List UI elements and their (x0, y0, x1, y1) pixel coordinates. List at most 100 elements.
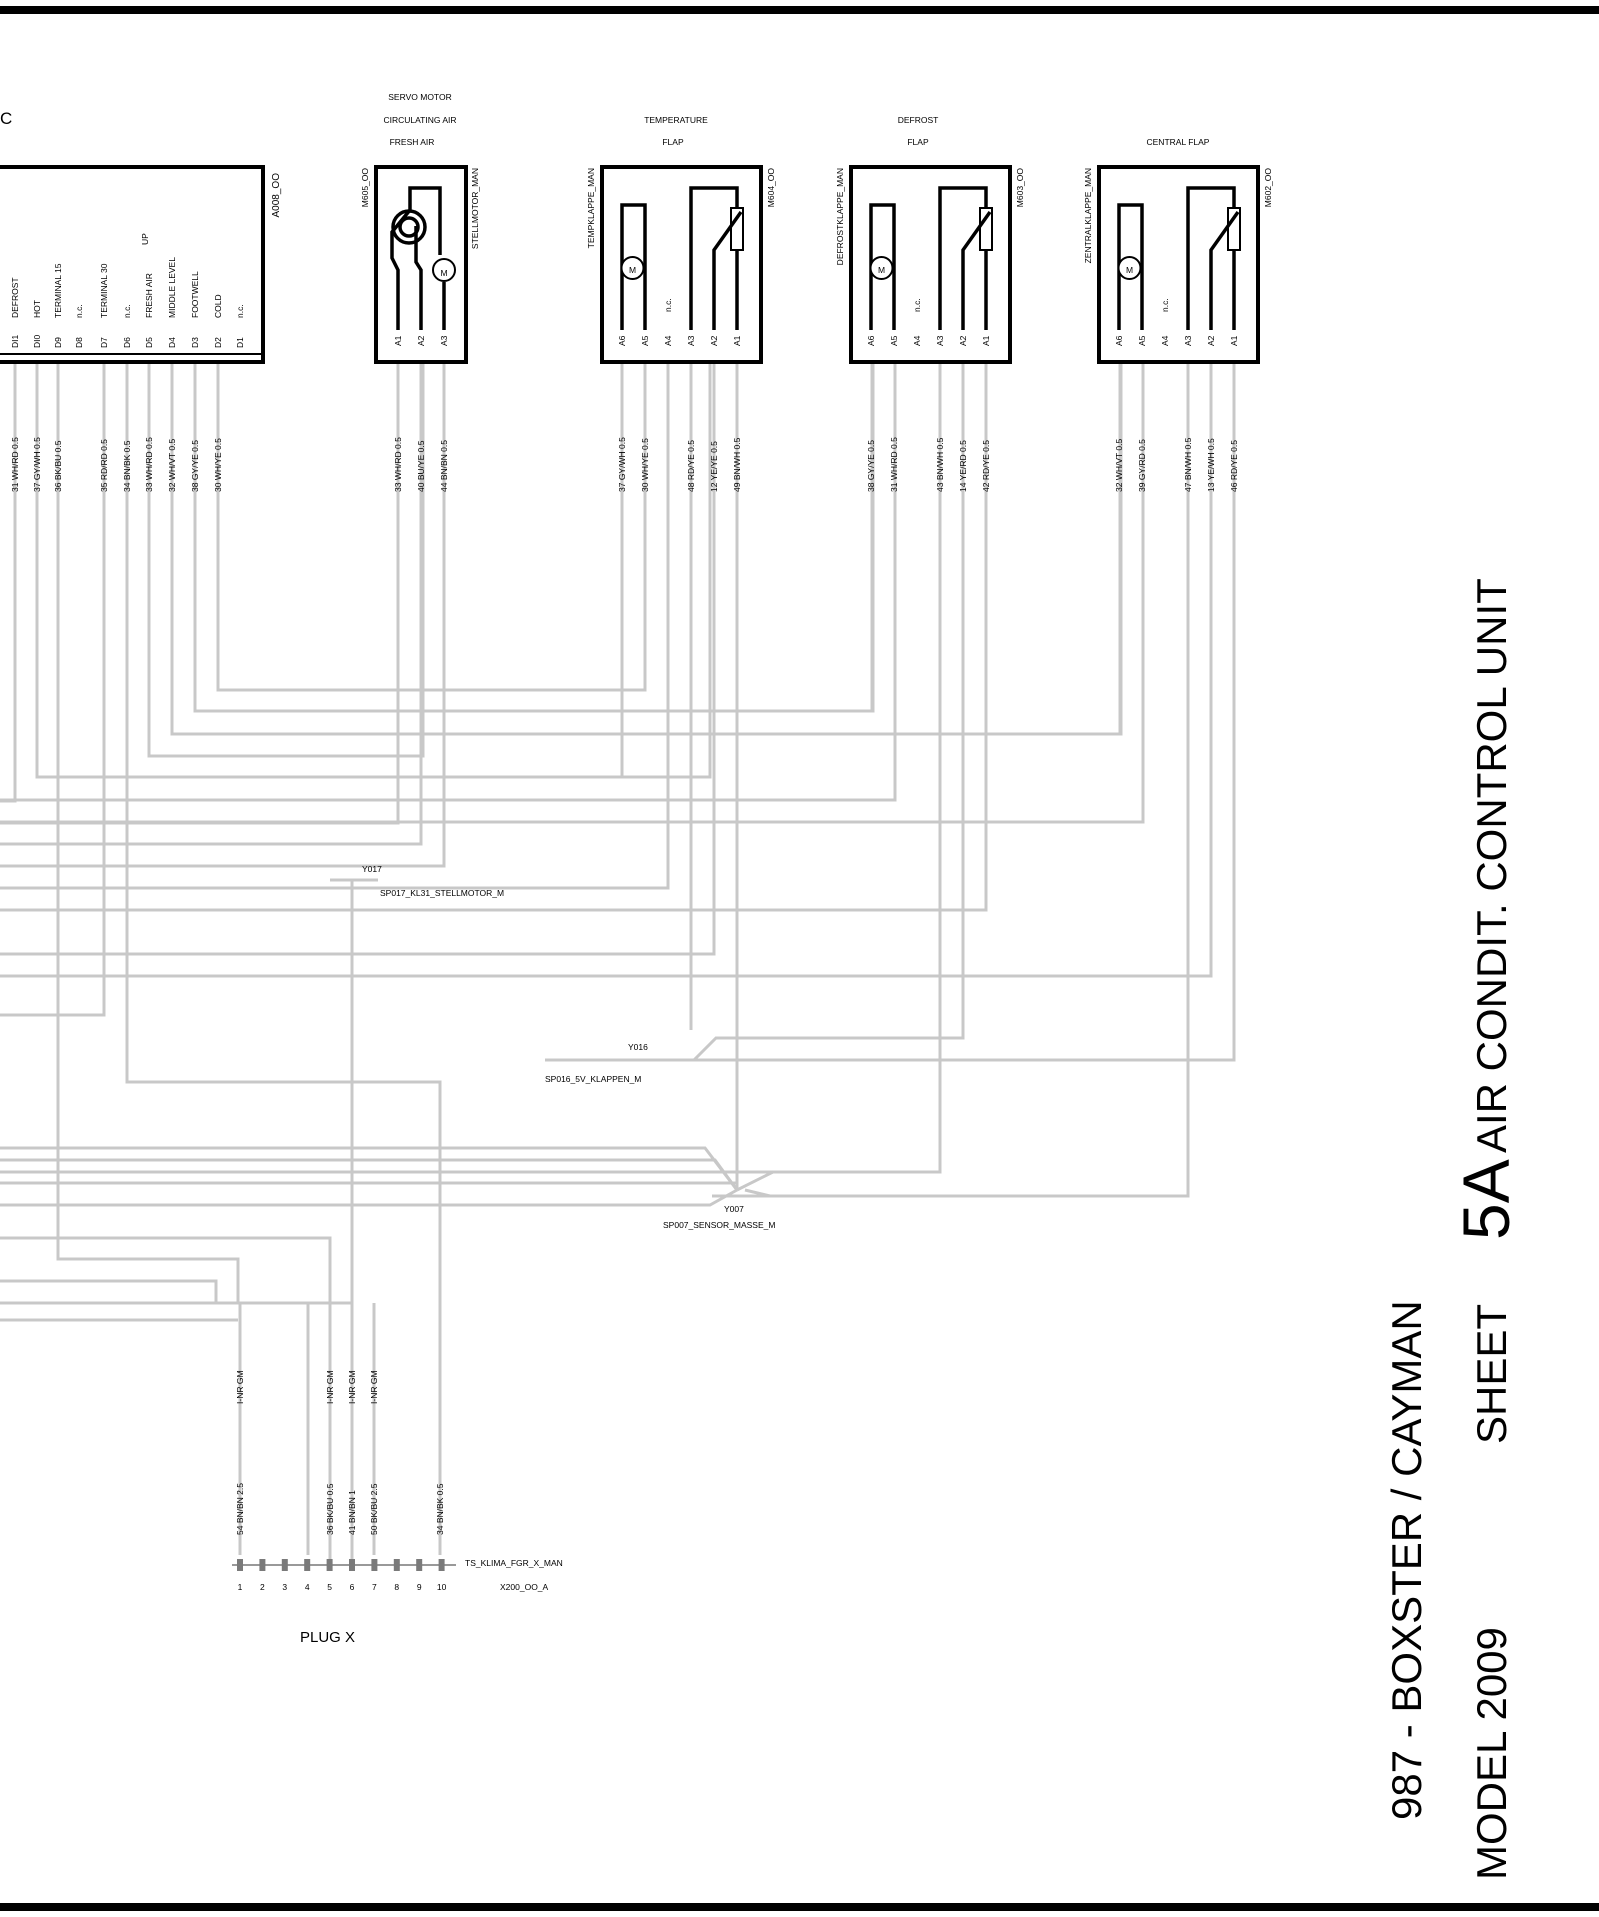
plug-pin-number: 5 (327, 1582, 332, 1592)
m603-nc: n.c. (912, 298, 922, 312)
wire-routes (0, 364, 1236, 1565)
svg-text:M: M (440, 268, 447, 278)
bottom-border (0, 1903, 1599, 1911)
m602-pin-label: A4 (1160, 335, 1170, 346)
m605-pin-label: A2 (416, 335, 426, 346)
m605-title-1: SERVO MOTOR (388, 92, 451, 102)
m605-id: M605_OO (360, 168, 370, 208)
ecu-wire-label: 33 WH/RD 0.5 (144, 437, 154, 492)
m604-side-label: TEMPKLAPPE_MAN (586, 168, 596, 248)
plug-gm-label: I-NR GM (325, 1370, 335, 1404)
m604-wire-label: 30 WH/YE 0.5 (640, 438, 650, 492)
m602-pin-label: A6 (1114, 335, 1124, 346)
plug-gm-label: I-NR GM (369, 1370, 379, 1404)
splice-y007: Y007 SP007_SENSOR_MASSE_M (663, 1204, 775, 1230)
m605-internal-symbol: M (390, 186, 456, 330)
m604-potentiometer-wiper (712, 210, 743, 330)
title-block: AIR CONDIT. CONTROL UNIT 5A SHEET 987 - … (1383, 578, 1523, 1880)
plug-gm-label: I-NR GM (347, 1370, 357, 1404)
ecu-pin-label: D4 (167, 337, 177, 348)
top-border (0, 6, 1599, 14)
m605-wire-label: 40 BU/YE 0.5 (416, 440, 426, 492)
m603-potentiometer-track (938, 186, 988, 330)
ecu-wire-label: 38 GY/YE 0.5 (190, 440, 200, 492)
ecu-pin-function: HOT (32, 300, 42, 318)
m605-title-2: CIRCULATING AIR (383, 115, 456, 125)
m603-pin-label: A4 (912, 335, 922, 346)
m603-pin-label: A3 (935, 335, 945, 346)
flap-motor-m604: TEMPERATURE FLAP M604_OO TEMPKLAPPE_MAN … (586, 115, 776, 492)
m603-wire-label: 14 YE/RD 0.5 (958, 440, 968, 492)
plug-pin-number: 8 (394, 1582, 399, 1592)
ecu-pin-function: TERMINAL 30 (99, 263, 109, 318)
m603-wire-label: 31 WH/RD 0.5 (889, 437, 899, 492)
ecu-wire-label: 34 BN/BK 0.5 (122, 440, 132, 492)
plug-pin (326, 1559, 333, 1571)
m602-motor-symbol (1117, 256, 1142, 280)
m603-motor-letter: M (878, 265, 885, 275)
m602-title: CENTRAL FLAP (1147, 137, 1210, 147)
plug-name: TS_KLIMA_FGR_X_MAN (465, 1558, 563, 1568)
ecu-pin-label: D7 (99, 337, 109, 348)
m604-id: M604_OO (766, 168, 776, 208)
plug-pin (438, 1559, 445, 1571)
partial-header-label: C (0, 109, 12, 128)
svg-text:Y007: Y007 (724, 1204, 744, 1214)
plug-pin-number: 3 (282, 1582, 287, 1592)
ecu-wire-label: 35 RD/RD 0.5 (99, 439, 109, 492)
ecu-wire-label: 30 WH/YE 0.5 (213, 438, 223, 492)
plug-pin (393, 1559, 400, 1571)
m602-pin-label: A5 (1137, 335, 1147, 346)
m604-potentiometer-track (689, 186, 739, 330)
m604-wire-label: 12 YE/YE 0.5 (709, 441, 719, 492)
m602-wire-label: 47 BN/WH 0.5 (1183, 437, 1193, 492)
sheet-label: SHEET (1468, 1304, 1515, 1444)
m602-potentiometer-track (1186, 186, 1236, 330)
sheet-title: AIR CONDIT. CONTROL UNIT (1468, 578, 1515, 1153)
ecu-pin-function: n.c. (122, 304, 132, 318)
plug-pin (281, 1559, 288, 1571)
splice-y017: Y017 SP017_KL31_STELLMOTOR_M (362, 864, 504, 898)
ecu-pin-function: TERMINAL 15 (53, 263, 63, 318)
m602-pin-label: A1 (1229, 335, 1239, 346)
ecu-pin-label: D9 (53, 337, 63, 348)
ecu-pin-function: COLD (213, 294, 223, 318)
m603-pin-label: A1 (981, 335, 991, 346)
svg-text:SP007_SENSOR_MASSE_M: SP007_SENSOR_MASSE_M (663, 1220, 775, 1230)
plug-gm-label: I-NR GM (235, 1370, 245, 1404)
m604-nc: n.c. (663, 298, 673, 312)
m602-motor-letter: M (1126, 265, 1133, 275)
ecu-pin-label: D6 (122, 337, 132, 348)
m602-pin-label: A2 (1206, 335, 1216, 346)
vehicle-name: 987 - BOXSTER / CAYMAN (1383, 1300, 1430, 1820)
m603-side-label: DEFROSTKLAPPE_MAN (835, 168, 845, 265)
m602-wire-label: 13 YE/WH 0.5 (1206, 438, 1216, 492)
plug-wire-label: 50 BK/BU 2.5 (369, 1483, 379, 1535)
svg-text:SP017_KL31_STELLMOTOR_M: SP017_KL31_STELLMOTOR_M (380, 888, 504, 898)
ecu-pin-label: D2 (213, 337, 223, 348)
m602-pin-label: A3 (1183, 335, 1193, 346)
m602-wire-label: 39 GY/RD 0.5 (1137, 439, 1147, 492)
m604-pin-label: A4 (663, 335, 673, 346)
plug-pin (371, 1559, 378, 1571)
ecu-pin-function: FRESH AIR (144, 273, 154, 318)
m603-wire-label: 42 RD/YE 0.5 (981, 440, 991, 492)
plug-pin (259, 1559, 266, 1571)
m604-motor-symbol (620, 256, 645, 280)
servo-motor-m605: SERVO MOTOR CIRCULATING AIR FRESH AIR M6… (360, 92, 480, 492)
ecu-pin-label: D1 (235, 337, 245, 348)
plug-pin-number: 1 (238, 1582, 243, 1592)
ecu-pin-label: DI0 (32, 335, 42, 349)
plug-pin (416, 1559, 423, 1571)
plug-pin-number: 9 (417, 1582, 422, 1592)
m604-pin-label: A6 (617, 335, 627, 346)
ecu-wire-label: 31 WH/RD 0.5 (10, 437, 20, 492)
plug-pin-number: 4 (305, 1582, 310, 1592)
flap-motor-m603: DEFROST FLAP M603_OO DEFROSTKLAPPE_MAN n… (835, 115, 1025, 492)
m603-wire-label: 38 GY/YE 0.5 (866, 440, 876, 492)
m604-motor-letter: M (629, 265, 636, 275)
ecu-wire-label: 32 WH/VT 0.5 (167, 439, 177, 492)
ecu-pin-function: n.c. (74, 304, 84, 318)
